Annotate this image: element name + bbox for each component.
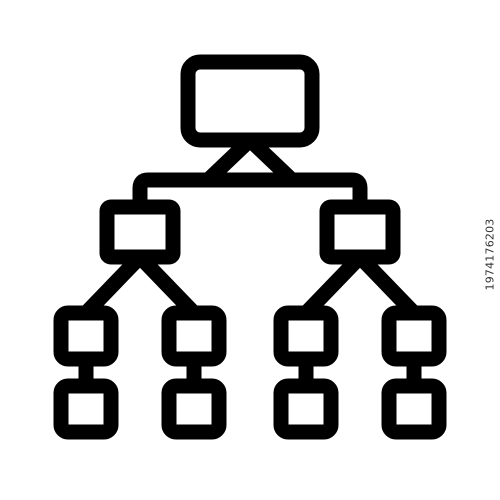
- mid-left-connectors: [78, 249, 202, 321]
- leaf-vertical-connectors: [78, 351, 422, 394]
- root-node: [180, 54, 320, 148]
- leaf-node-1-bottom: [53, 378, 119, 440]
- branch-bar: [132, 172, 368, 215]
- stock-id-text: 1974176203: [483, 218, 497, 291]
- leaf-node-2-bottom: [161, 378, 227, 440]
- mid-right-connectors: [298, 249, 422, 321]
- leaf-node-4-bottom: [381, 378, 447, 440]
- leaf-node-3-bottom: [273, 378, 339, 440]
